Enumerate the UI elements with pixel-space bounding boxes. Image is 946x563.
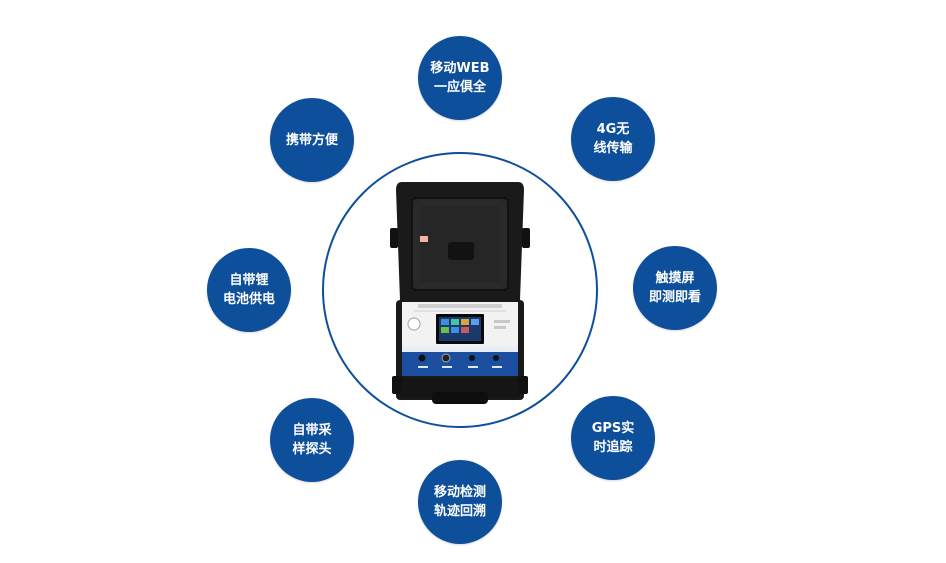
feature-mobile-web: 移动WEB 一应俱全 [418,36,502,120]
feature-lithium-battery-line2: 电池供电 [222,292,275,307]
feature-sampling-head-line1: 自带采 [292,423,332,438]
feature-track-replay-line1: 移动检测 [433,485,486,500]
feature-sampling-head-line2: 样探头 [292,442,332,457]
feature-track-replay-line2: 轨迹回溯 [433,504,486,519]
feature-lithium-battery-line1: 自带锂 [229,273,269,288]
feature-4g-wireless-line2: 线传输 [593,141,633,156]
feature-track-replay: 移动检测 轨迹回溯 [418,460,502,544]
feature-portable: 携带方便 [270,98,354,182]
feature-portable-line1: 携带方便 [285,132,338,148]
gas-detector-case-image [390,180,530,410]
feature-4g-wireless-line1: 4G无 [596,122,630,137]
feature-touchscreen-line2: 即测即看 [648,290,701,305]
feature-4g-wireless: 4G无 线传输 [571,97,655,181]
feature-gps-realtime: GPS实 时追踪 [571,396,655,480]
feature-sampling-head: 自带采 样探头 [270,398,354,482]
feature-gps-realtime-line2: 时追踪 [593,440,633,455]
feature-mobile-web-line2: 一应俱全 [433,80,486,95]
feature-touchscreen: 触摸屏 即测即看 [633,246,717,330]
feature-lithium-battery: 自带锂 电池供电 [207,248,291,332]
feature-mobile-web-line1: 移动WEB [430,61,490,76]
feature-gps-realtime-line1: GPS实 [591,421,635,436]
feature-touchscreen-line1: 触摸屏 [655,271,695,286]
